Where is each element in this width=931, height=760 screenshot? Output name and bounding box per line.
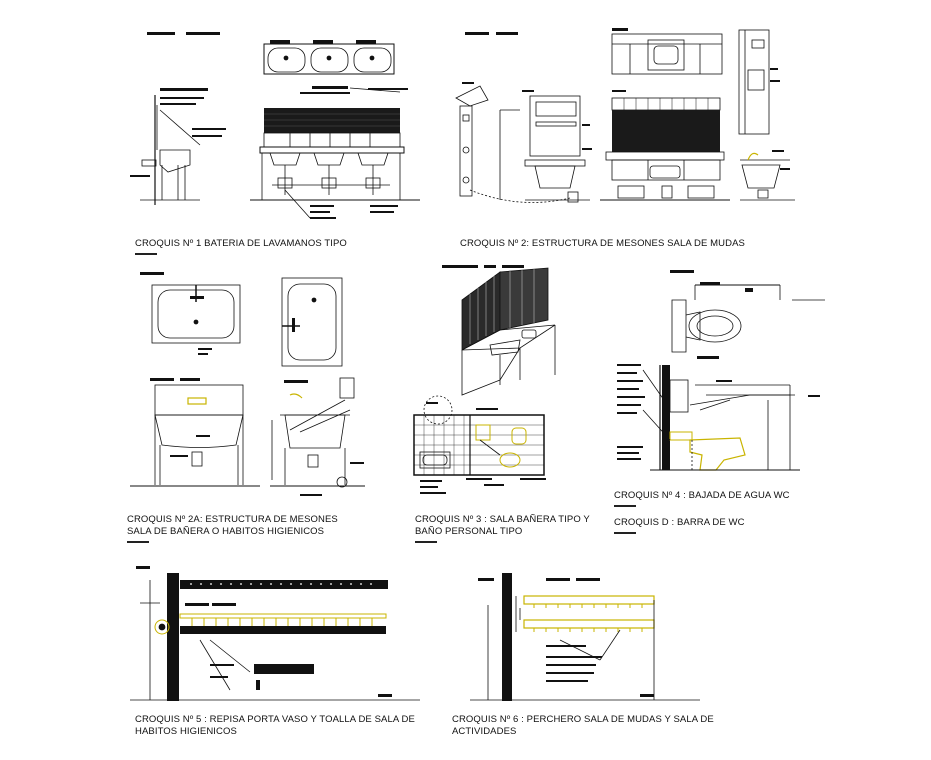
caption-sketch-3-line-1: CROQUIS Nº 3 : SALA BAÑERA TIPO Y [415,514,590,525]
caption-sketch-6-line-1: CROQUIS Nº 6 : PERCHERO SALA DE MUDAS Y … [452,714,714,725]
sketch-6-coat-rack [470,573,700,701]
caption-sketch-3: CROQUIS Nº 3 : SALA BAÑERA TIPO Y BAÑO P… [415,514,590,543]
caption-sketch-3-line-2: BAÑO PERSONAL TIPO [415,526,523,537]
caption-sketch-4: CROQUIS Nº 4 : BAJADA DE AGUA WC [614,490,790,507]
caption-sketch-5-line-2: HABITOS HIGIENICOS [135,726,237,737]
caption-sketch-2a: CROQUIS Nº 2A: ESTRUCTURA DE MESONES SAL… [127,514,338,543]
caption-sketch-d: CROQUIS D : BARRA DE WC [614,517,745,534]
caption-sketch-5: CROQUIS Nº 5 : REPISA PORTA VASO Y TOALL… [135,714,415,738]
caption-sketch-2a-line-1: CROQUIS Nº 2A: ESTRUCTURA DE MESONES [127,514,338,525]
sketch-5-cup-towel-shelf [130,566,420,701]
caption-sketch-6: CROQUIS Nº 6 : PERCHERO SALA DE MUDAS Y … [452,714,714,738]
caption-underline [614,532,636,534]
sketch-1-washbasin-battery [130,32,420,219]
caption-sketch-1: CROQUIS Nº 1 BATERIA DE LAVAMANOS TIPO [135,238,347,255]
caption-underline [127,541,149,543]
sketch-2-changing-counter [455,28,795,203]
caption-sketch-2-line-1: CROQUIS Nº 2: ESTRUCTURA DE MESONES SALA… [460,238,745,249]
caption-underline [135,253,157,255]
caption-sketch-2: CROQUIS Nº 2: ESTRUCTURA DE MESONES SALA… [460,238,745,250]
caption-underline [614,505,636,507]
caption-sketch-2a-line-2: SALA DE BAÑERA O HABITOS HIGIENICOS [127,526,325,537]
sketch-2a-bath-counter [130,272,365,496]
caption-sketch-5-line-1: CROQUIS Nº 5 : REPISA PORTA VASO Y TOALL… [135,714,415,725]
caption-sketch-d-line-1: CROQUIS D : BARRA DE WC [614,517,745,528]
sketch-3-bath-room [413,265,556,494]
caption-sketch-6-line-2: ACTIVIDADES [452,726,517,737]
caption-underline [415,541,437,543]
sketch-4-wc [617,270,825,471]
caption-sketch-4-line-1: CROQUIS Nº 4 : BAJADA DE AGUA WC [614,490,790,501]
caption-sketch-1-line-1: CROQUIS Nº 1 BATERIA DE LAVAMANOS TIPO [135,238,347,249]
